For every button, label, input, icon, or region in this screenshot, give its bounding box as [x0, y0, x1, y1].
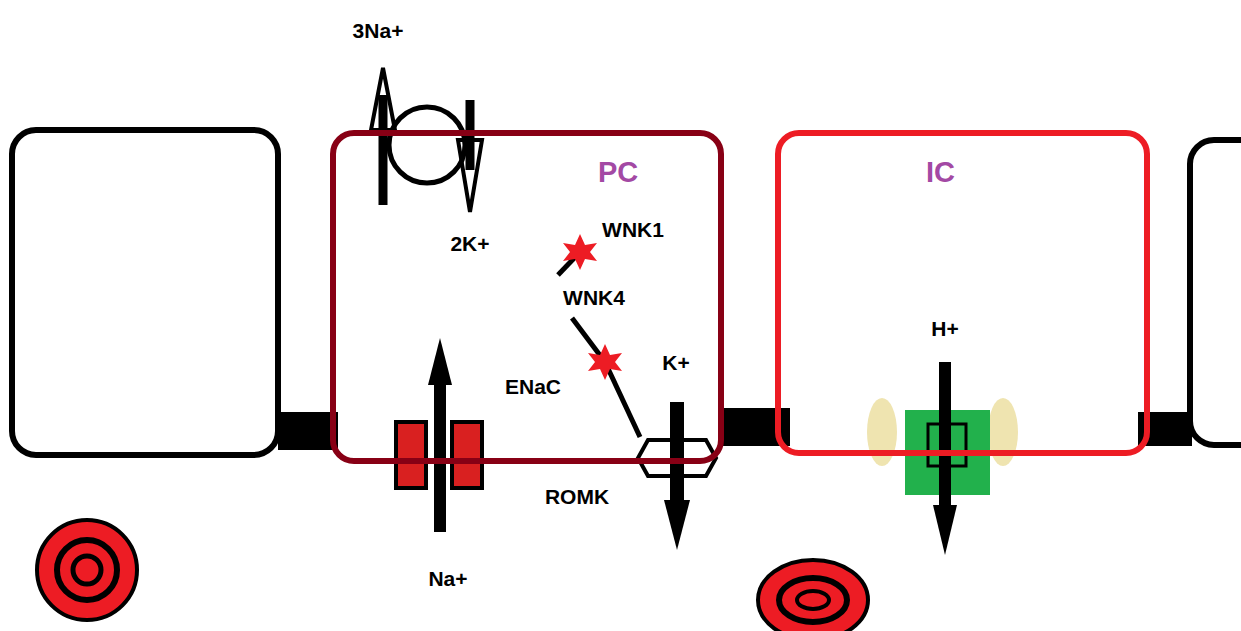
red-blood-cell: [57, 540, 117, 600]
ion-label: Na+: [428, 568, 467, 589]
interaction-star: [588, 344, 622, 380]
proton-arrow-head: [933, 505, 957, 555]
tight-junction: [278, 412, 338, 450]
left-cell: [12, 130, 278, 455]
sodium-arrow: [434, 380, 446, 532]
cell-name: PC: [598, 158, 638, 187]
ion-label: ROMK: [545, 486, 609, 507]
ion-label: H+: [931, 318, 958, 339]
red-blood-cell: [37, 520, 137, 620]
cell-box: IC: [775, 130, 1150, 456]
cell-box: PC: [330, 130, 724, 464]
proton-arrow: [939, 362, 951, 510]
ion-label: K+: [662, 352, 689, 373]
ion-label: 3Na+: [353, 20, 404, 41]
sodium-arrow-head: [428, 338, 452, 385]
ion-label: WNK1: [602, 219, 664, 240]
potassium-arrow: [670, 402, 684, 505]
potassium-arrow-head: [664, 500, 690, 550]
ion-label: ENaC: [505, 376, 561, 397]
pump-arrow-head: [371, 68, 395, 130]
pump-arrow: [379, 95, 388, 205]
red-blood-cell: [779, 578, 847, 622]
red-blood-cell: [797, 591, 829, 609]
pump-ring: [389, 107, 465, 183]
ion-label: WNK4: [563, 287, 625, 308]
interaction-star: [563, 234, 597, 270]
red-blood-cell: [758, 560, 868, 631]
right-cell: [1190, 140, 1241, 445]
cell-name: IC: [926, 158, 955, 187]
enac-channel: [452, 422, 482, 488]
ion-label: 2K+: [450, 233, 489, 254]
pump-arrow-head: [458, 140, 482, 212]
enac-channel: [396, 422, 426, 488]
red-blood-cell: [73, 556, 101, 584]
pathway-line: [605, 362, 640, 437]
